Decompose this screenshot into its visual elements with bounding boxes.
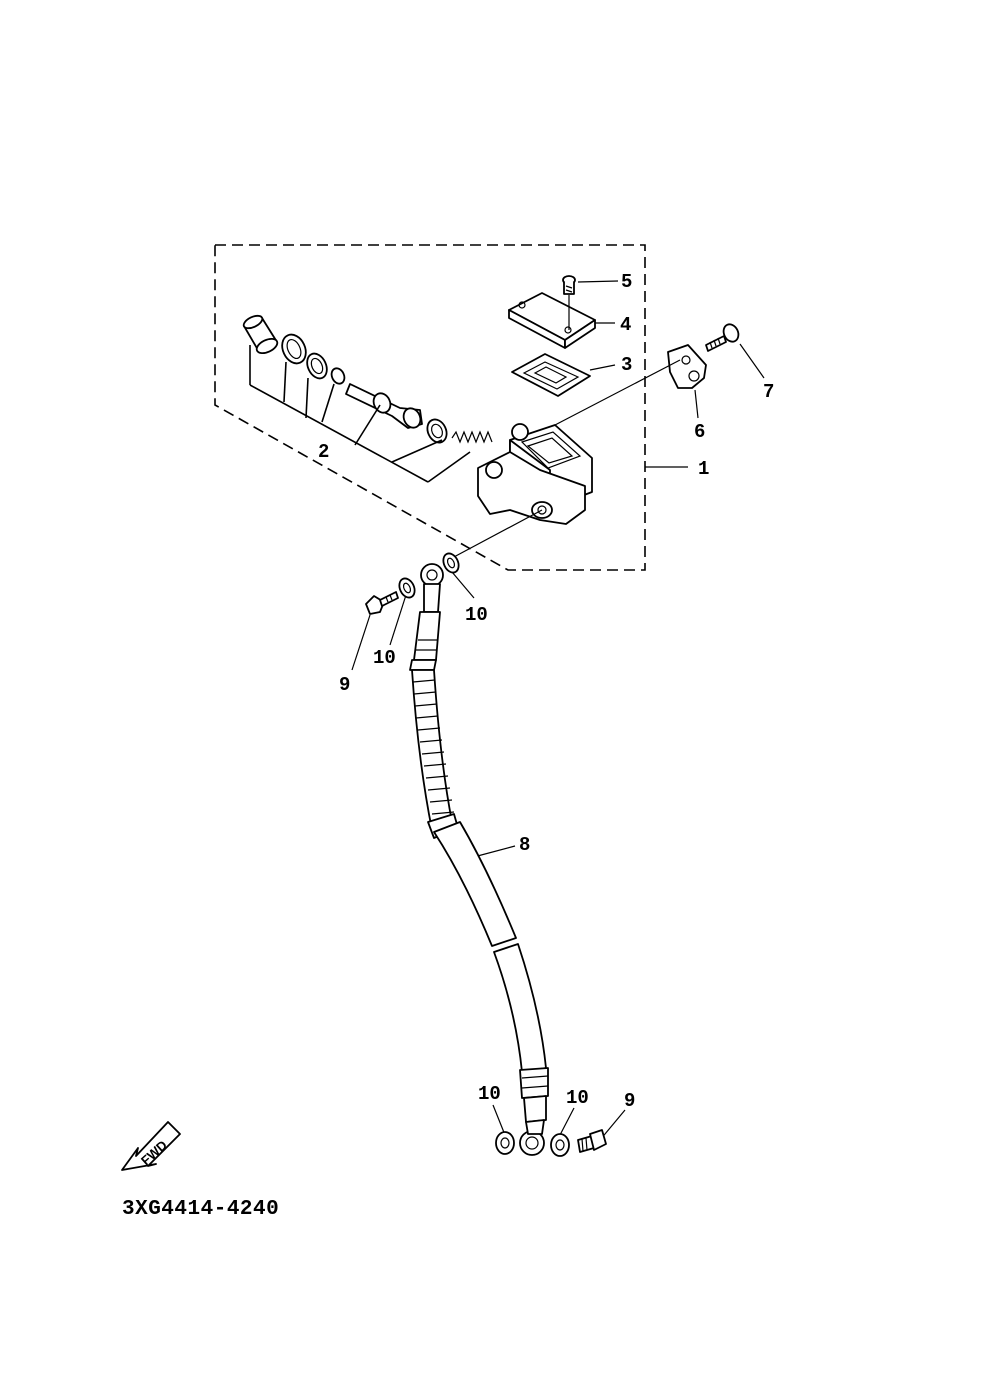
- fwd-arrow-icon: FWD: [121, 1121, 181, 1171]
- holder-bracket: [667, 344, 707, 389]
- lower-union-bolt: [577, 1129, 607, 1153]
- diaphragm: [511, 353, 591, 397]
- callout-5: 5: [621, 271, 632, 293]
- callout-10-upper-right: 10: [465, 604, 488, 626]
- part-code: 3XG4414-4240: [122, 1198, 280, 1221]
- piston-kit-bracket: [249, 345, 471, 483]
- cap-screw: [562, 275, 576, 330]
- callout-10-upper-left: 10: [373, 647, 396, 669]
- lower-washer-left: [495, 1131, 515, 1155]
- callout-4: 4: [620, 314, 631, 336]
- callout-10-lower-right: 10: [566, 1087, 589, 1109]
- lower-washer-right: [550, 1133, 570, 1157]
- callout-9-lower: 9: [624, 1090, 635, 1112]
- master-cylinder-body: [477, 423, 593, 525]
- callout-1: 1: [698, 458, 709, 480]
- callout-7: 7: [763, 381, 774, 403]
- callout-3: 3: [621, 354, 632, 376]
- brake-hose: [409, 563, 549, 1156]
- upper-washer-left: [398, 577, 416, 599]
- upper-union-bolt: [365, 591, 399, 615]
- upper-washer-right: [442, 552, 460, 574]
- reservoir-cap: [508, 292, 596, 349]
- callout-9-upper: 9: [339, 674, 350, 696]
- callout-8: 8: [519, 834, 530, 856]
- callout-10-lower-left: 10: [478, 1083, 501, 1105]
- holder-bolt: [705, 323, 740, 352]
- leader-lines: [351, 280, 765, 1141]
- callout-2: 2: [318, 441, 329, 463]
- piston-kit: [242, 314, 493, 444]
- assembly-boundary: [214, 244, 646, 571]
- callout-6: 6: [694, 421, 705, 443]
